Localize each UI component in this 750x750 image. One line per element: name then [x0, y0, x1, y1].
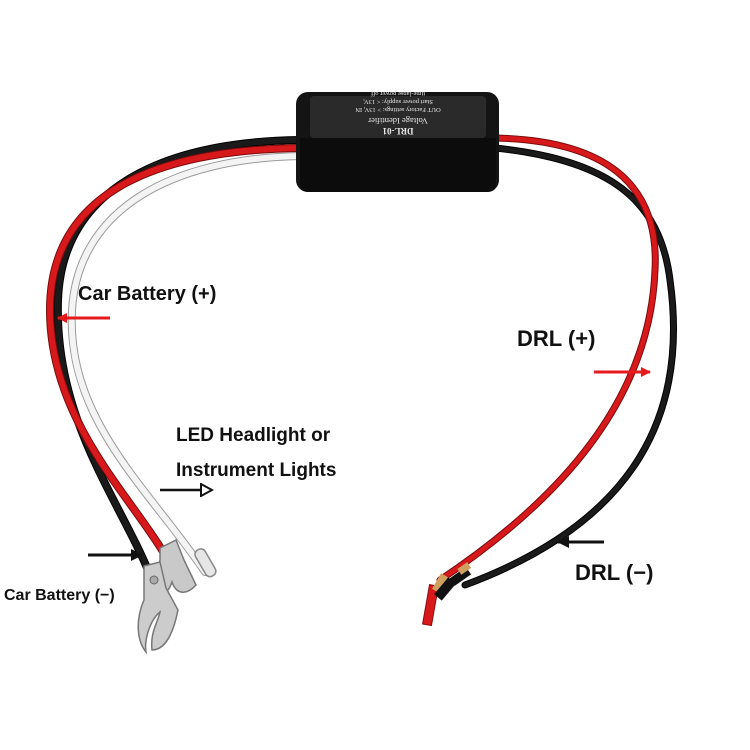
module-line2: Start power supply: < 13V,	[363, 98, 433, 105]
module-label: DRL-01 Voltage Identifier OUT Factory se…	[355, 90, 441, 136]
label-led-headlight: LED Headlight or	[176, 425, 331, 446]
red-wire-right	[437, 135, 658, 583]
module-line3: time-lapse power off	[370, 90, 425, 97]
white-wire	[68, 153, 305, 575]
black-wire-left	[54, 137, 303, 578]
label-car-battery-neg: Car Battery (−)	[4, 587, 115, 604]
label-drl-neg: DRL (−)	[575, 560, 654, 585]
label-car-battery-pos: Car Battery (+)	[78, 283, 217, 305]
red-wire-left	[46, 145, 303, 558]
terminals-left	[137, 538, 217, 655]
right-wire-bundle	[436, 134, 677, 589]
left-wire-bundle	[45, 136, 306, 579]
module-name: Voltage Identifier	[368, 116, 428, 126]
black-wire-right	[462, 145, 676, 588]
drl-module	[296, 92, 499, 192]
wire-ends-right	[422, 562, 472, 627]
module-model: DRL-01	[382, 126, 413, 136]
module-line1: OUT Factory settings: > 13V, IN	[355, 106, 441, 113]
label-drl-pos: DRL (+)	[517, 326, 596, 351]
label-instrument-lights: Instrument Lights	[176, 460, 337, 481]
